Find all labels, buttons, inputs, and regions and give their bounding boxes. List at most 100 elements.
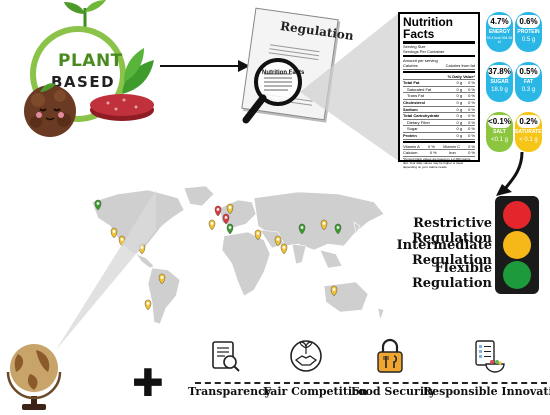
serving-size: Serving Size bbox=[403, 44, 426, 49]
arrow-to-regulation-icon bbox=[160, 60, 250, 72]
vitamin-name2: Iron bbox=[448, 150, 456, 156]
nutrient-name: Trans Fat bbox=[407, 93, 424, 99]
map-pin-icon bbox=[214, 205, 222, 217]
map-pin-icon bbox=[274, 235, 282, 247]
nutrient-amount: 0 g bbox=[456, 86, 463, 92]
meatball-character-icon bbox=[24, 83, 76, 137]
pillar-responsible-innovation: Responsible Innovation bbox=[423, 385, 550, 398]
nutrient-percent: 0 % bbox=[468, 106, 475, 112]
nutrient-percent: 0 % bbox=[468, 132, 475, 138]
magnification-beam bbox=[300, 12, 400, 162]
nutrient-percent: 0 % bbox=[468, 113, 475, 119]
map-india bbox=[291, 243, 307, 265]
map-pin-icon bbox=[226, 203, 234, 215]
map-pin-icon bbox=[320, 219, 328, 231]
tile-value: 0.5 g bbox=[521, 37, 536, 43]
sprout-icon bbox=[64, 0, 106, 30]
calories-from-fat: Calories from fat bbox=[445, 63, 475, 68]
nutrient-percent: 0 % bbox=[468, 86, 475, 92]
nutrient-amount: 0 g bbox=[456, 106, 463, 112]
tile-percent: 0.6% bbox=[517, 15, 540, 28]
map-pin-icon bbox=[110, 227, 118, 239]
map-south-america bbox=[147, 267, 181, 325]
nutrient-name: Saturated Fat bbox=[407, 86, 432, 92]
nf-divider bbox=[403, 140, 475, 143]
nutrition-facts-label: Nutrition Facts Serving Size Servings Pe… bbox=[398, 12, 480, 169]
tile-percent: 0.5% bbox=[517, 65, 540, 78]
vitamin-name: Calcium bbox=[403, 150, 418, 156]
map-pin-icon bbox=[158, 273, 166, 285]
nutrient-name: Cholesterol bbox=[403, 99, 426, 105]
nf-divider bbox=[403, 70, 475, 73]
map-new-zealand bbox=[377, 307, 385, 322]
nutrient-name: Sodium bbox=[403, 106, 418, 112]
pillar-food-security: Food Security bbox=[351, 385, 436, 398]
globe-icon bbox=[6, 344, 62, 410]
globe-beam bbox=[56, 190, 156, 350]
nutrient-name: Total Fat bbox=[403, 80, 420, 86]
plus-sign: ✚ bbox=[132, 361, 164, 405]
tile-name: SALT bbox=[493, 129, 506, 135]
map-pin-icon bbox=[330, 285, 338, 297]
restrictive-regulation-label: Restrictive Regulation bbox=[411, 216, 492, 246]
yellow-light bbox=[503, 231, 531, 259]
vitamin-rows: Vitamin A 0 % Vitamin C 0 %Calcium 0 % Iron 0 … bbox=[403, 144, 475, 157]
green-light bbox=[503, 261, 531, 289]
nutrient-percent: 0 % bbox=[468, 99, 475, 105]
servings: Servings Per Container bbox=[403, 49, 445, 54]
tile-value: < 0.1 g bbox=[519, 137, 538, 143]
nutrient-tile: 0.2%SATURATES < 0.1 g bbox=[515, 112, 545, 152]
amount-per-serving: Amount per serving bbox=[403, 58, 438, 63]
vitamin-row: Calcium 0 % Iron 0 % bbox=[403, 150, 475, 157]
nutrient-percent: 0 % bbox=[468, 126, 475, 132]
pillar-transparency: Transparency bbox=[188, 385, 272, 398]
map-pin-icon bbox=[254, 229, 262, 241]
patty-icon bbox=[90, 94, 154, 121]
nutrient-values: 0 g 0 % bbox=[457, 133, 475, 139]
map-southeast-asia bbox=[319, 249, 343, 269]
tile-name: ENERGY bbox=[488, 29, 511, 35]
tile-value: 18.9 g bbox=[491, 87, 508, 93]
tile-percent: 0.2% bbox=[517, 115, 540, 128]
tile-name: PROTEIN bbox=[517, 29, 540, 35]
map-japan bbox=[353, 221, 361, 235]
nf-divider bbox=[403, 55, 475, 57]
vitamin-pct2: 0 % bbox=[468, 150, 475, 156]
daily-value-header: % Daily Value* bbox=[403, 74, 475, 81]
document-search-icon bbox=[212, 341, 240, 372]
map-pins bbox=[94, 199, 342, 311]
nutrient-row: Sodium 0 g 0 % bbox=[403, 107, 475, 114]
logo-plant-text: PLANT bbox=[58, 51, 123, 71]
nutrient-name: Sugar bbox=[407, 126, 418, 132]
vitamin-name2: Vitamin C bbox=[442, 143, 461, 149]
logo-based-text: BASED bbox=[51, 73, 116, 91]
map-australia bbox=[323, 281, 369, 313]
vitamin-pct: 0 % bbox=[429, 150, 437, 156]
map-pin-icon bbox=[298, 223, 306, 235]
tile-value: <0.1 g bbox=[491, 137, 508, 143]
nutrient-amount: 0 g bbox=[456, 132, 463, 138]
pillar-fair-competition: Fair Competition bbox=[263, 385, 368, 398]
vitamin-name: Vitamin A bbox=[403, 143, 420, 149]
calories-label: Calories bbox=[403, 63, 418, 68]
tile-value: 94.4 kcal 394.94 kJ bbox=[486, 36, 513, 44]
curved-arrow-icon bbox=[496, 151, 524, 196]
lock-cutlery-icon bbox=[377, 338, 403, 373]
nutrient-amount: 0 g bbox=[456, 80, 463, 86]
map-pin-icon bbox=[226, 223, 234, 235]
nutrient-tile: <0.1%SALT<0.1 g bbox=[486, 112, 513, 152]
map-pin-icon bbox=[94, 199, 102, 211]
nutrient-percent: 0 % bbox=[468, 119, 475, 125]
tile-name: SATURATES bbox=[515, 129, 545, 135]
tile-percent: 4.7% bbox=[488, 15, 511, 28]
